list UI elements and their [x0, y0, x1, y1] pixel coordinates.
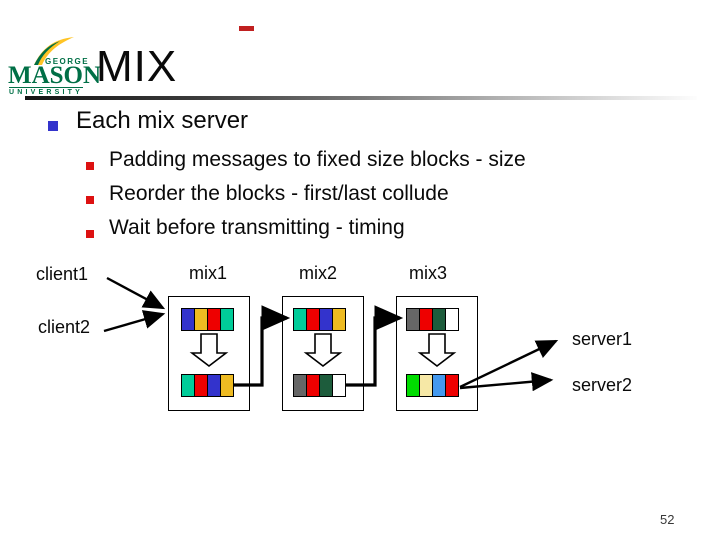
- mix1-input-blocks: [181, 308, 234, 331]
- sub-bullet-2: Reorder the blocks - first/last collude: [109, 182, 449, 205]
- message-block-red: [306, 374, 320, 397]
- message-block-blue: [319, 308, 333, 331]
- message-block-lightblue: [432, 374, 446, 397]
- label-client1: client1: [36, 264, 89, 284]
- message-block-teal: [181, 374, 195, 397]
- gmu-logo: GEORGE MASON UNIVERSITY: [8, 37, 104, 96]
- message-block-red: [207, 308, 221, 331]
- sub-bullet-3: Wait before transmitting - timing: [109, 216, 405, 239]
- mix2-box: [282, 296, 364, 411]
- mix2-input-blocks: [293, 308, 346, 331]
- message-block-green: [406, 374, 420, 397]
- mix3-output-blocks: [406, 374, 459, 397]
- message-block-teal: [293, 308, 307, 331]
- page-number: 52: [660, 512, 675, 527]
- client2-arrow: [103, 310, 166, 333]
- message-block-gold: [220, 374, 234, 397]
- client1-arrow: [106, 276, 166, 310]
- message-block-red: [445, 374, 459, 397]
- sub-bullet-1: Padding messages to fixed size blocks - …: [109, 148, 526, 171]
- bullet-square-icon: [48, 121, 58, 131]
- message-block-gray: [406, 308, 420, 331]
- mix1-output-blocks: [181, 374, 234, 397]
- message-block-teal: [220, 308, 234, 331]
- logo-text-george: GEORGE: [45, 57, 90, 66]
- header-divider: [25, 96, 697, 100]
- message-block-gray: [293, 374, 307, 397]
- bullet-main: Each mix server: [76, 107, 249, 134]
- feather-icon: [34, 37, 74, 65]
- message-block-darkgreen: [432, 308, 446, 331]
- message-block-gold: [332, 308, 346, 331]
- message-block-blue: [207, 374, 221, 397]
- label-mix1: mix1: [189, 263, 228, 283]
- label-mix3: mix3: [409, 263, 448, 283]
- mix3-box: [396, 296, 478, 411]
- label-server1: server1: [572, 329, 633, 349]
- label-server2: server2: [572, 375, 633, 395]
- sub-bullet-square-icon: [86, 162, 94, 170]
- message-block-white: [445, 308, 459, 331]
- message-block-gold: [194, 308, 208, 331]
- accent-dash: [239, 26, 254, 31]
- label-client2: client2: [38, 317, 91, 337]
- logo-text-mason: MASON: [8, 62, 102, 89]
- mix3-input-blocks: [406, 308, 459, 331]
- message-block-blue: [181, 308, 195, 331]
- message-block-darkgreen: [319, 374, 333, 397]
- message-block-red: [194, 374, 208, 397]
- logo-text-university: UNIVERSITY: [9, 87, 84, 96]
- message-block-white: [332, 374, 346, 397]
- label-mix2: mix2: [299, 263, 338, 283]
- sub-bullet-square-icon: [86, 196, 94, 204]
- sub-bullet-square-icon: [86, 230, 94, 238]
- mix2-output-blocks: [293, 374, 346, 397]
- message-block-paleyellow: [419, 374, 433, 397]
- slide-title: MIX: [96, 42, 178, 91]
- message-block-red: [306, 308, 320, 331]
- mix1-box: [168, 296, 250, 411]
- message-block-red: [419, 308, 433, 331]
